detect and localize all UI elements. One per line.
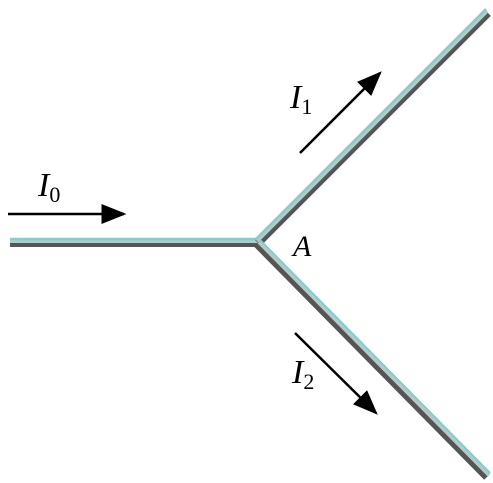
upper-branch-wire: [255, 8, 491, 246]
lower-current-arrow: [294, 332, 378, 415]
incoming-current-label: I0: [37, 167, 60, 207]
lower-branch-wire: [254, 239, 491, 480]
incoming-wire: [10, 237, 260, 247]
lower-current-label: I2: [291, 354, 314, 394]
junction-label: A: [291, 230, 312, 263]
upper-current-arrow: [299, 71, 382, 154]
upper-current-label: I1: [289, 79, 312, 119]
